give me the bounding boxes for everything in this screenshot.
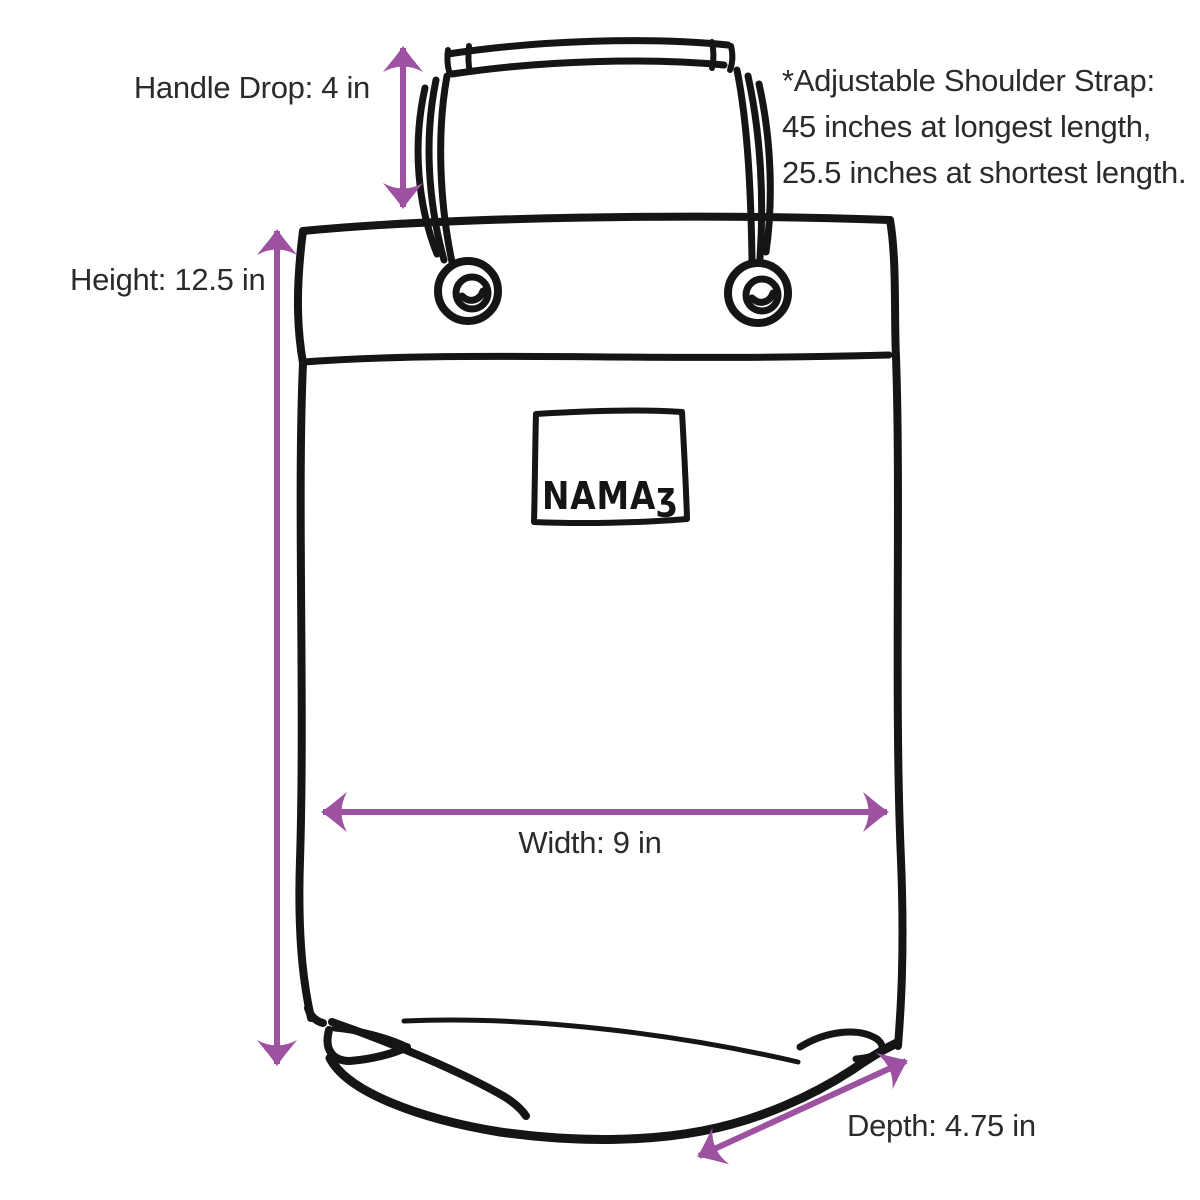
grommet-left-rope-hook [458, 287, 487, 304]
grommet-right-inner [742, 275, 782, 315]
bag-bottom-fold-loop-lower [323, 1026, 411, 1065]
strap-note-line3: 25.5 inches at shortest length. [782, 155, 1187, 190]
bag-sketch [293, 37, 907, 1144]
bag-bottom-left-corner [304, 1004, 327, 1027]
brand-label-box [531, 407, 690, 526]
strap-note-line2: 45 inches at longest length, [782, 109, 1152, 144]
strap-right-strand-3 [755, 80, 774, 256]
strap-right-strand-2 [744, 72, 766, 262]
bag-bottom-fold-long [328, 1018, 530, 1120]
strap-right-strand-1 [733, 66, 756, 264]
handle-bar-top [444, 37, 732, 58]
strap-left-strand-2 [425, 76, 448, 264]
depth-arrow [697, 1052, 908, 1165]
strap-left-strand-1 [437, 72, 456, 266]
strap-note: *Adjustable Shoulder Strap: 45 inches at… [782, 58, 1187, 196]
handle-bar-right-cap [709, 39, 736, 73]
depth-label: Depth: 4.75 in [847, 1108, 1036, 1143]
grommet-left-outer [434, 257, 502, 325]
bag-bottom-inner-line [401, 1017, 801, 1065]
bag-top-edge [299, 212, 894, 235]
width-label: Width: 9 in [518, 825, 662, 860]
strap-note-line1: *Adjustable Shoulder Strap: [782, 63, 1155, 98]
brand-label-text: NAMAʒ [542, 474, 678, 518]
grommet-right-outer [724, 259, 792, 327]
handle-bar-bottom [448, 57, 728, 78]
handle-drop-label: Handle Drop: 4 in [133, 70, 370, 105]
grommet-right-rope-hook [748, 289, 777, 306]
height-label: Height: 12.5 in [70, 262, 266, 297]
grommet-left-inner [452, 273, 492, 313]
handle-bar-left-cap [444, 43, 473, 75]
bag-bottom-fold-loop-upper [331, 1024, 411, 1051]
bag-top-band-seam [300, 351, 893, 366]
bag-bottom-right-fold [796, 1028, 886, 1063]
dimension-arrows [257, 46, 908, 1165]
bag-right-edge [886, 216, 907, 1050]
bag-left-edge [293, 227, 315, 1022]
